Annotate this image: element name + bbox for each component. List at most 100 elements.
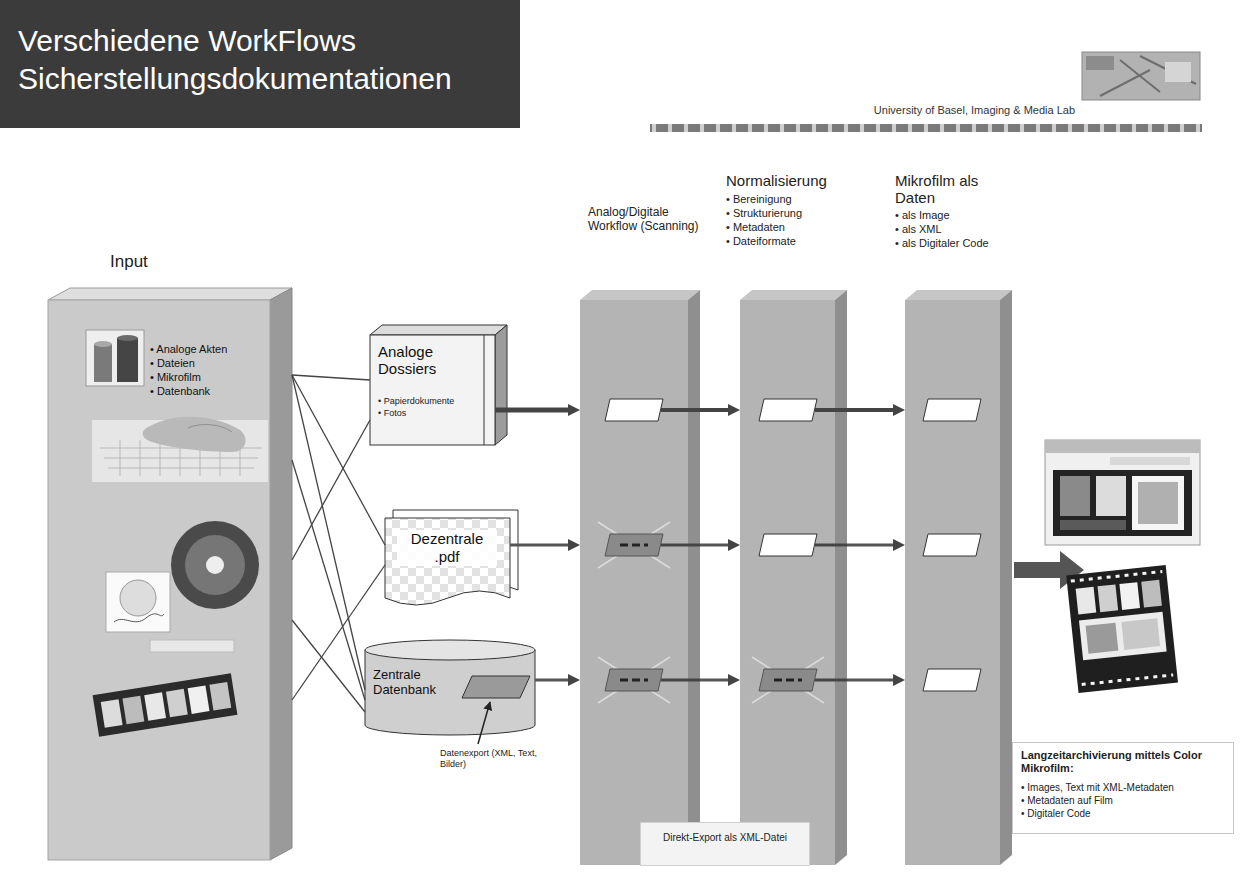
input-line (292, 565, 385, 700)
text-group: • Bereinigung• Strukturierung• Metadaten… (726, 192, 856, 248)
logo-image (1082, 52, 1200, 100)
node-text: Input (110, 252, 200, 272)
microfilm-picture (1098, 584, 1119, 612)
dossier-shape (484, 335, 485, 445)
film-strip (166, 689, 188, 717)
text-group: Langzeitarchivierung mittels Color Mikro… (1021, 749, 1225, 775)
text-group: • Papierdokumente• Fotos (378, 395, 482, 419)
microfilm-picture (1121, 618, 1160, 650)
flow-arrow (495, 408, 570, 413)
input-line (292, 460, 365, 700)
flow-stub (661, 408, 700, 412)
colour-strip (650, 124, 1202, 132)
skipped-step-mark (620, 544, 648, 547)
cd-disc (171, 521, 259, 609)
text-group: Normalisierung (726, 172, 856, 190)
leader-line (478, 702, 490, 744)
viewer-screenshot (1138, 482, 1178, 524)
software-bar (150, 640, 234, 652)
microfilm-picture (1066, 565, 1178, 693)
node-text: • Mikrofilm (150, 370, 276, 384)
flow-stub (661, 544, 700, 547)
node-text: Langzeitarchivierung mittels Color Mikro… (1021, 749, 1225, 775)
column-pillar (580, 290, 1012, 865)
text-group: Analoge Dossiers (378, 343, 480, 377)
node-text: Analoge Dossiers (378, 343, 480, 377)
skipped-step-mark (598, 522, 670, 568)
workflow-column: Analog/Digitale Workflow (Scanning) (580, 300, 700, 865)
film-strip (209, 682, 231, 710)
cd-case (114, 614, 164, 622)
node-text: • Bereinigung (726, 192, 856, 206)
column-pillar (688, 290, 700, 865)
colour-strip (650, 124, 1202, 132)
skipped-step-mark (774, 679, 802, 682)
skipped-step-mark (620, 679, 648, 682)
data-parallelogram (923, 399, 981, 421)
film-strip (93, 673, 238, 736)
text-group: Analog/Digitale Workflow (Scanning) (588, 205, 700, 233)
node-text: • Metadaten auf Film (1021, 794, 1225, 807)
viewer-screenshot (1045, 440, 1200, 453)
input-line (292, 375, 385, 545)
dossier-shape (370, 325, 507, 335)
skipped-step-mark (605, 534, 663, 556)
node-text: • Datenbank (150, 384, 276, 398)
column-pillar (580, 300, 688, 865)
column-pillar (740, 300, 835, 865)
logo-image (1165, 62, 1191, 82)
flow-arrow (510, 544, 570, 547)
viewer-screenshot (1096, 476, 1126, 516)
data-parallelogram (605, 399, 981, 691)
viewer-screenshot (1045, 440, 1200, 545)
database-cylinder: Zentrale Datenbank (365, 645, 535, 730)
viewer-screenshot (1132, 476, 1184, 530)
film-strip (188, 685, 210, 713)
flow-stub (661, 679, 700, 682)
archive-photo (86, 330, 144, 386)
microfilm-picture (1086, 623, 1119, 654)
viewer-screenshot (1060, 520, 1126, 530)
film-strip (122, 696, 144, 724)
logo-image (1100, 56, 1196, 96)
flow-stub (815, 679, 847, 682)
input-panel-shape (270, 288, 292, 860)
node-text: Dezentrale .pdf (397, 530, 497, 566)
pdf-document: Dezentrale .pdf (385, 518, 510, 598)
viewer-screenshot (1110, 457, 1190, 465)
node-text: Direkt-Export als XML-Datei (647, 831, 803, 844)
node-text: • Dateien (150, 356, 276, 370)
microfilm-column: Mikrofilm als Daten• als Image• als XML•… (905, 300, 1012, 865)
dossier-shape (370, 335, 495, 445)
viewer-screenshot (1045, 440, 1200, 545)
text-group: • als Image• als XML• als Digitaler Code (895, 208, 1030, 250)
skipped-step-mark (605, 669, 663, 691)
diagram-title: Verschiedene WorkFlows Sicherstellungsdo… (18, 22, 513, 98)
microfilm-picture (1066, 565, 1178, 693)
archive-photo (86, 330, 144, 386)
microfilm-picture (1141, 580, 1162, 608)
flow-arrow (847, 544, 895, 547)
node-text: • Analoge Akten (150, 342, 276, 356)
text-group: • Images, Text mit XML-Metadaten• Metada… (1021, 781, 1225, 820)
node-text: • Metadaten (726, 220, 856, 234)
title-bar (0, 0, 520, 128)
node-text: • als Digitaler Code (895, 236, 1030, 250)
data-parallelogram (605, 399, 663, 421)
cd-disc (185, 535, 245, 595)
keyboard-picture (188, 425, 232, 432)
node-text: • Fotos (378, 407, 482, 419)
input-panel: Input• Analoge Akten• Dateien• Mikrofilm… (48, 300, 292, 860)
node-text: • Images, Text mit XML-Metadaten (1021, 781, 1225, 794)
archive-photo (94, 341, 112, 347)
text-group: Verschiedene WorkFlows Sicherstellungsdo… (18, 22, 513, 98)
node-text: Analog/Digitale Workflow (Scanning) (588, 205, 700, 233)
flow-stub (815, 544, 847, 547)
text-group: Datenexport (XML, Text, Bilder) (440, 748, 554, 770)
text-group: Zentrale Datenbank (373, 667, 459, 697)
connector-group (292, 375, 895, 712)
skipped-step-mark (598, 657, 670, 703)
data-parallelogram (923, 669, 981, 691)
data-parallelogram (759, 399, 817, 421)
flow-arrow (847, 408, 895, 412)
